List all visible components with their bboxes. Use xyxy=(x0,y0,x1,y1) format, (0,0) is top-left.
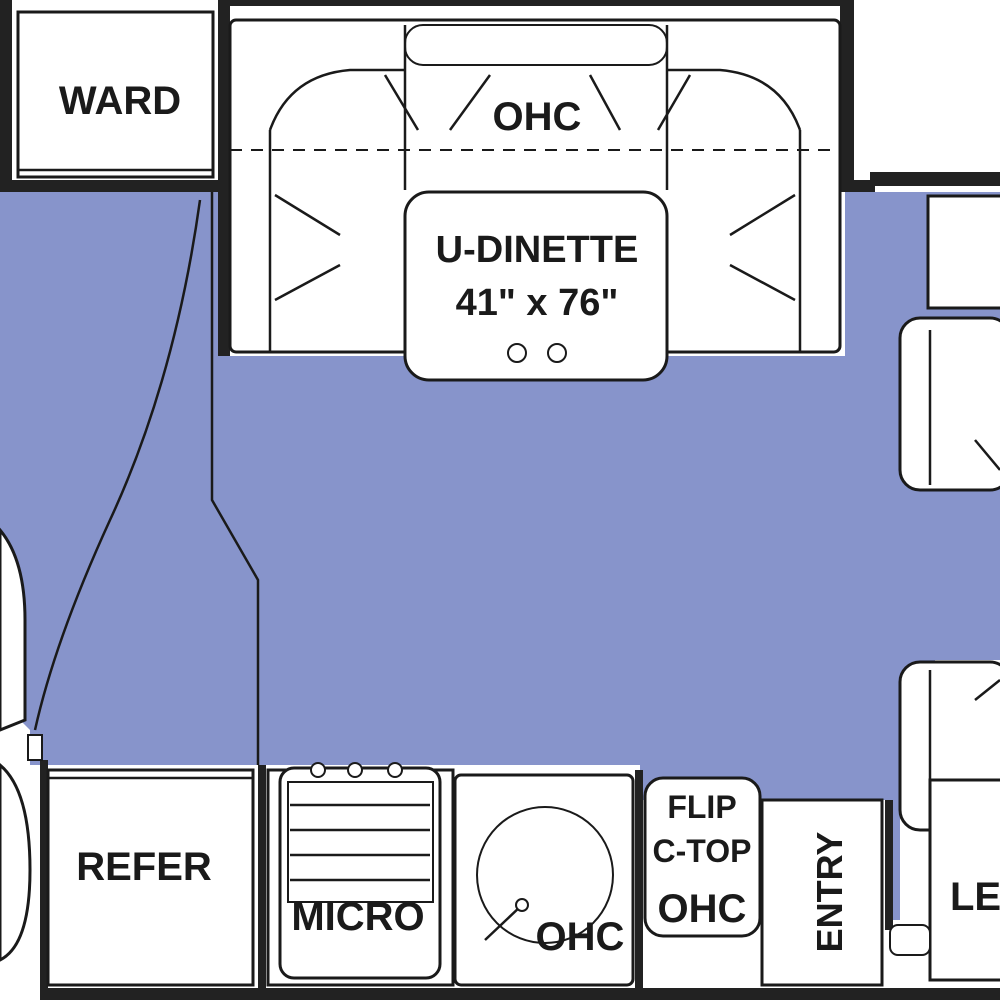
cab-seat-lower: LE xyxy=(889,660,1000,982)
wardrobe-label: WARD xyxy=(59,79,181,123)
refrigerator: REFER xyxy=(46,768,255,987)
dinette-table: U-DINETTE 41" x 76" xyxy=(403,190,669,382)
bath-fixture xyxy=(0,527,43,962)
dinette-ohc-label: OHC xyxy=(493,95,582,139)
flip-label-1: FLIP xyxy=(667,789,736,825)
entry-label: ENTRY xyxy=(809,832,850,953)
sink-basin xyxy=(476,806,614,944)
entry-step: ENTRY xyxy=(760,798,884,987)
living-floor xyxy=(0,192,1000,920)
flip-counter: FLIP C-TOP OHC xyxy=(643,776,762,938)
refer-label: REFER xyxy=(76,845,212,889)
table-hole-left xyxy=(507,343,527,363)
bath-partition xyxy=(33,192,260,765)
micro-label: MICRO xyxy=(291,895,424,939)
flip-label-2: C-TOP xyxy=(653,833,752,869)
wardrobe: WARD xyxy=(16,10,215,179)
range-microwave: MICRO xyxy=(266,762,455,987)
galley-ohc-label: OHC xyxy=(536,915,625,959)
partial-right-label: LE xyxy=(950,875,1000,919)
table-hole-right xyxy=(547,343,567,363)
flip-ohc-label: OHC xyxy=(658,887,747,931)
galley-counter: OHC xyxy=(453,773,635,987)
dinette-size-label: 41" x 76" xyxy=(456,282,619,324)
dinette-name-label: U-DINETTE xyxy=(436,229,639,271)
u-dinette-seating: OHC xyxy=(228,18,842,354)
faucet xyxy=(515,898,529,912)
cab-seat-upper xyxy=(898,194,1000,492)
